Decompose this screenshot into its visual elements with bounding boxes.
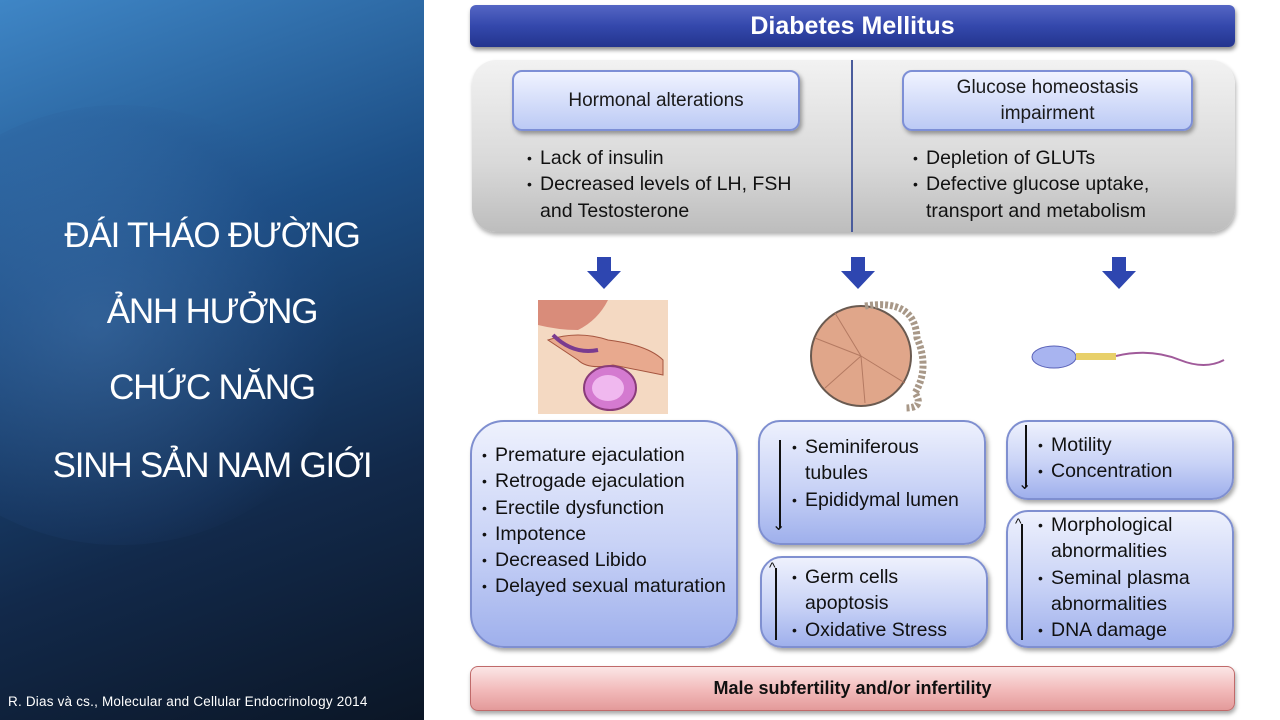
header-label: Hormonal alterations [568, 89, 744, 111]
sperm-decreased-list: Motility Concentration [1038, 432, 1228, 485]
title-panel: ĐÁI THÁO ĐƯỜNG ẢNH HƯỞNG CHỨC NĂNG SINH … [0, 0, 424, 720]
list-item: Seminal plasma abnormalities [1038, 565, 1230, 618]
testis-illustration [810, 301, 927, 412]
up-trend-arrow-icon [775, 568, 777, 640]
causes-divider [851, 60, 853, 232]
outcome-bar: Male subfertility and/or infertility [470, 666, 1235, 711]
diagram-title: Diabetes Mellitus [750, 11, 955, 40]
header-label: Glucose homeostasis impairment [956, 76, 1139, 124]
list-item: Concentration [1038, 458, 1228, 485]
arrowhead-up: ^ [769, 559, 776, 575]
hormonal-list: Lack of insulin Decreased levels of LH, … [527, 145, 807, 224]
list-item: Oxidative Stress [792, 617, 982, 644]
arrowhead-down: ⌄ [772, 517, 786, 534]
list-item: Retrogade ejaculation [482, 468, 732, 495]
list-item: Morphological abnormalities [1038, 512, 1230, 565]
list-item: Defective glucose uptake, transport and … [913, 171, 1213, 224]
sperm-illustration [1031, 345, 1225, 369]
glucose-list: Depletion of GLUTs Defective glucose upt… [913, 145, 1213, 224]
list-item: DNA damage [1038, 617, 1230, 644]
slide-title-line-1: ĐÁI THÁO ĐƯỜNG [64, 216, 360, 255]
down-trend-arrow-icon [779, 440, 781, 528]
slide-title-line-4: SINH SẢN NAM GIỚI [52, 446, 373, 485]
down-trend-arrow-icon [1025, 425, 1027, 487]
list-item: Motility [1038, 432, 1228, 459]
diagram-title-bar: Diabetes Mellitus [470, 5, 1235, 47]
male-anatomy-illustration [538, 300, 668, 414]
list-item: Impotence [482, 521, 732, 548]
list-item: Depletion of GLUTs [913, 145, 1213, 172]
testis-increased-list: Germ cells apoptosis Oxidative Stress [792, 564, 982, 643]
slide-title-line-2: ẢNH HƯỞNG [106, 292, 319, 331]
list-item: Decreased Libido [482, 547, 732, 574]
testis-decreased-list: Seminiferous tubules Epididymal lumen [792, 434, 977, 513]
citation: R. Dias và cs., Molecular and Cellular E… [8, 694, 368, 709]
list-item: Lack of insulin [527, 145, 807, 172]
list-item: Erectile dysfunction [482, 495, 732, 522]
arrowhead-up: ^ [1015, 515, 1022, 531]
sperm-increased-list: Morphological abnormalities Seminal plas… [1038, 512, 1230, 644]
list-item: Premature ejaculation [482, 442, 732, 469]
slide-title-line-3: CHỨC NĂNG [109, 368, 316, 407]
glucose-impairment-header: Glucose homeostasis impairment [902, 70, 1193, 131]
hormonal-alterations-header: Hormonal alterations [512, 70, 800, 131]
outcome-label: Male subfertility and/or infertility [713, 678, 992, 698]
list-item: Decreased levels of LH, FSH and Testoste… [527, 171, 807, 224]
arrowhead-down: ⌄ [1018, 476, 1032, 493]
list-item: Seminiferous tubules [792, 434, 977, 487]
list-item: Epididymal lumen [792, 487, 977, 514]
sexual-dysfunction-list: Premature ejaculation Retrogade ejaculat… [482, 442, 732, 600]
up-trend-arrow-icon [1021, 524, 1023, 640]
list-item: Germ cells apoptosis [792, 564, 982, 617]
list-item: Delayed sexual maturation [482, 573, 732, 600]
